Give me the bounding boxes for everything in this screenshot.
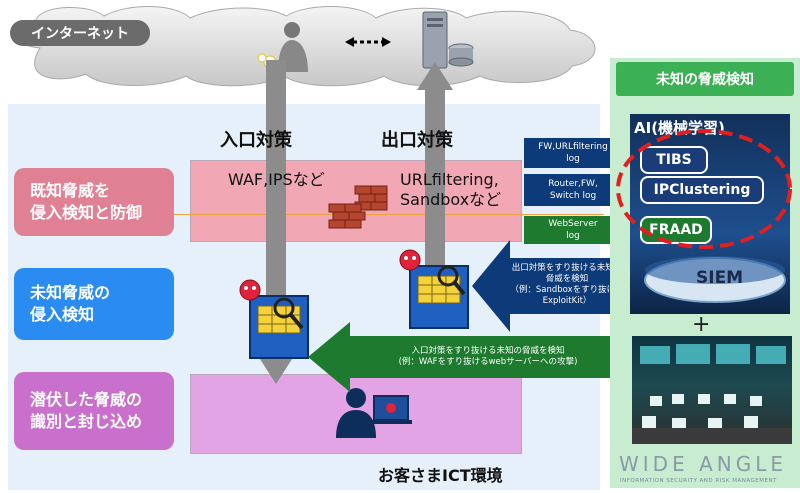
url-log-label: FW,URLfiltering log: [538, 142, 608, 164]
brand-name: WIDE ANGLE: [619, 452, 787, 476]
webserver-log-label: WebServer log: [548, 219, 598, 241]
customer-environment-label: お客さまICT環境: [378, 466, 503, 485]
firewall-icon: [328, 185, 388, 229]
exit-detection-icon: [399, 249, 469, 329]
row-label-known: 既知脅威を 侵入検知と防御: [14, 168, 174, 236]
exit-arrow: [417, 62, 453, 298]
siem-base: [644, 256, 786, 303]
entrance-bypass-note: 入口対策をすり抜ける未知の脅威を検知 (例：WAFをすり抜けるwebサーバーへの…: [398, 346, 578, 367]
entrance-tools: WAF,IPSなど: [228, 170, 325, 189]
brand-tagline: INFORMATION SECURITY AND RISK MANAGEMENT: [620, 478, 777, 484]
engine-fraad: FRAAD: [640, 216, 712, 244]
entrance-detection-icon: [239, 279, 309, 359]
siem-label: SIEM: [696, 268, 744, 288]
row-label-unknown: 未知脅威の 侵入検知: [14, 268, 174, 340]
engine-tibs: TIBS: [640, 146, 708, 174]
entrance-arrow: [258, 60, 294, 384]
exit-tools: URLfiltering, Sandboxなど: [400, 170, 502, 209]
ai-highlight-circle: [616, 129, 792, 249]
server-icon: [422, 11, 474, 69]
plus-sign: +: [692, 312, 711, 337]
internet-label: インターネット: [10, 20, 150, 46]
threat-panel-title: 未知の脅威検知: [616, 62, 794, 96]
entrance-title: 入口対策: [220, 130, 292, 151]
connector-line: [174, 214, 604, 215]
internet-cloud: [15, 6, 596, 87]
entrance-bypass-arrow: [308, 322, 630, 392]
engine-ipclustering: IPClustering: [640, 176, 764, 204]
row-label-latent: 潜伏した脅威の 識別と封じ込め: [14, 372, 174, 450]
user-icon: [336, 388, 412, 438]
exit-title: 出口対策: [381, 130, 453, 151]
exit-bypass-note: 出口対策をすり抜ける未知の 脅威を検知 （例：Sandboxをすり抜ける Exp…: [510, 263, 624, 306]
soc-screens: [632, 344, 792, 444]
router-log-label: Router,FW, Switch log: [548, 179, 598, 201]
exit-bypass-arrow: [472, 240, 628, 332]
communication-arrow: [345, 37, 391, 47]
